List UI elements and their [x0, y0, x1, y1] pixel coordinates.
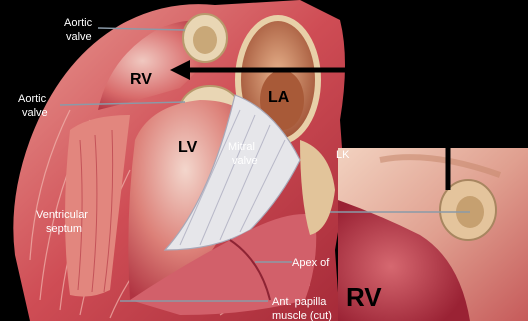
la-label: LA: [268, 89, 290, 106]
aortic-valve-mid-label-line2: valve: [22, 107, 48, 119]
ventricular-septum-label-line2: septum: [46, 223, 82, 235]
ventricular-septum-label-line1: Ventricular: [36, 209, 88, 221]
ant-papillary-label-line1: Ant. papilla: [272, 296, 327, 308]
rv-label: RV: [130, 71, 152, 88]
mitral-valve-label-line2: valve: [232, 155, 258, 167]
partial-edge-label: LK: [336, 149, 350, 161]
ant-papillary-label-line2: muscle (cut): [272, 310, 332, 321]
aortic-valve-top-inner: [193, 26, 217, 54]
inset-rv-label: RV: [346, 282, 382, 312]
mitral-valve-label-line1: Mitral: [228, 141, 255, 153]
lv-label: LV: [178, 139, 198, 156]
aortic-valve-top-label-line2: valve: [66, 31, 92, 43]
aortic-valve-top-label-line1: Aortic: [64, 17, 93, 29]
aortic-valve-mid-label-line1: Aortic: [18, 93, 47, 105]
apex-label: Apex of: [292, 257, 330, 269]
